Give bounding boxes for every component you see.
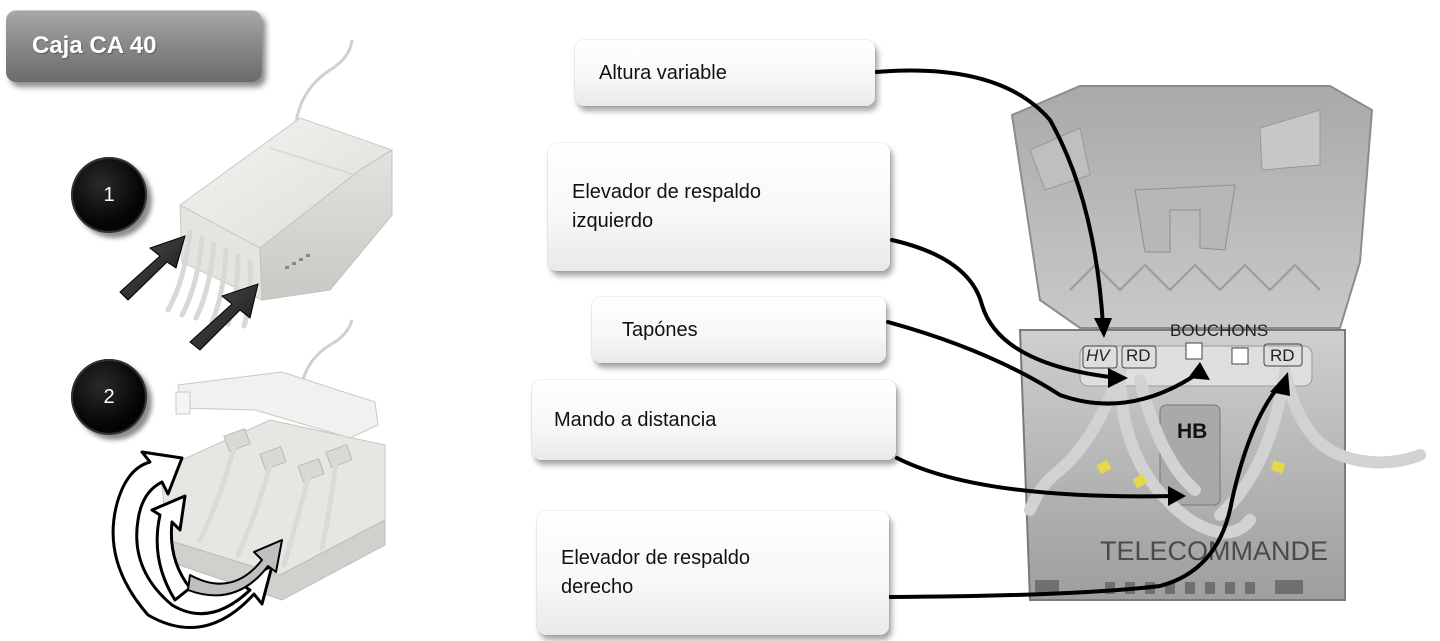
step-1-number: 1	[103, 183, 115, 206]
arrowhead-altura	[1094, 318, 1112, 338]
callout-mando-distancia-text: Mando a distancia	[554, 409, 717, 431]
junction-box-photo: HV RD BOUCHONS RD HB TELECOMMANDE	[1010, 85, 1426, 601]
leader-tapones	[886, 320, 1202, 406]
leader-elevador-derecho	[888, 383, 1282, 599]
leader-elevador-izquierdo	[890, 238, 1120, 380]
callout-altura-variable-text: Altura variable	[599, 61, 727, 84]
closed-box-illustration	[165, 39, 394, 329]
callout-tapones: Tapónes	[592, 297, 886, 363]
photo-label-hb: HB	[1177, 420, 1207, 443]
open-lid-arrow-icon	[111, 450, 283, 629]
push-arrow-icon	[119, 235, 186, 301]
callout-elevador-izquierdo: Elevador de respaldo izquierdo	[548, 143, 890, 271]
step-1-marker: 1	[71, 157, 147, 233]
callout-tapones-text: Tapónes	[622, 318, 698, 341]
callout-elevador-izquierdo-text: Elevador de respaldo izquierdo	[572, 181, 762, 232]
callout-mando-distancia: Mando a distancia	[532, 380, 896, 460]
arrowhead-izquierdo	[1108, 368, 1128, 388]
page-title: Caja CA 40	[32, 32, 157, 59]
step-2-marker: 2	[71, 359, 147, 435]
photo-label-bouchons: BOUCHONS	[1170, 321, 1268, 340]
photo-label-rd-right: RD	[1270, 346, 1295, 365]
leader-arrowheads	[1094, 318, 1290, 506]
callout-altura-variable: Altura variable	[575, 40, 875, 106]
arrowhead-mando	[1168, 486, 1186, 506]
callout-elevador-derecho: Elevador de respaldo derecho	[537, 511, 889, 635]
push-arrow-icon	[189, 283, 259, 351]
photo-label-hv: HV	[1086, 346, 1111, 365]
callout-elevador-derecho-text: Elevador de respaldo derecho	[561, 547, 751, 598]
title-box: Caja CA 40	[6, 10, 262, 82]
arrowhead-derecho	[1270, 372, 1290, 396]
open-box-illustration	[159, 319, 386, 601]
photo-label-rd-left: RD	[1126, 346, 1151, 365]
arrowhead-tapones	[1188, 362, 1210, 380]
leader-altura-variable	[874, 68, 1105, 327]
step-2-number: 2	[103, 385, 115, 408]
leader-lines	[874, 68, 1282, 599]
leader-mando	[895, 456, 1177, 499]
